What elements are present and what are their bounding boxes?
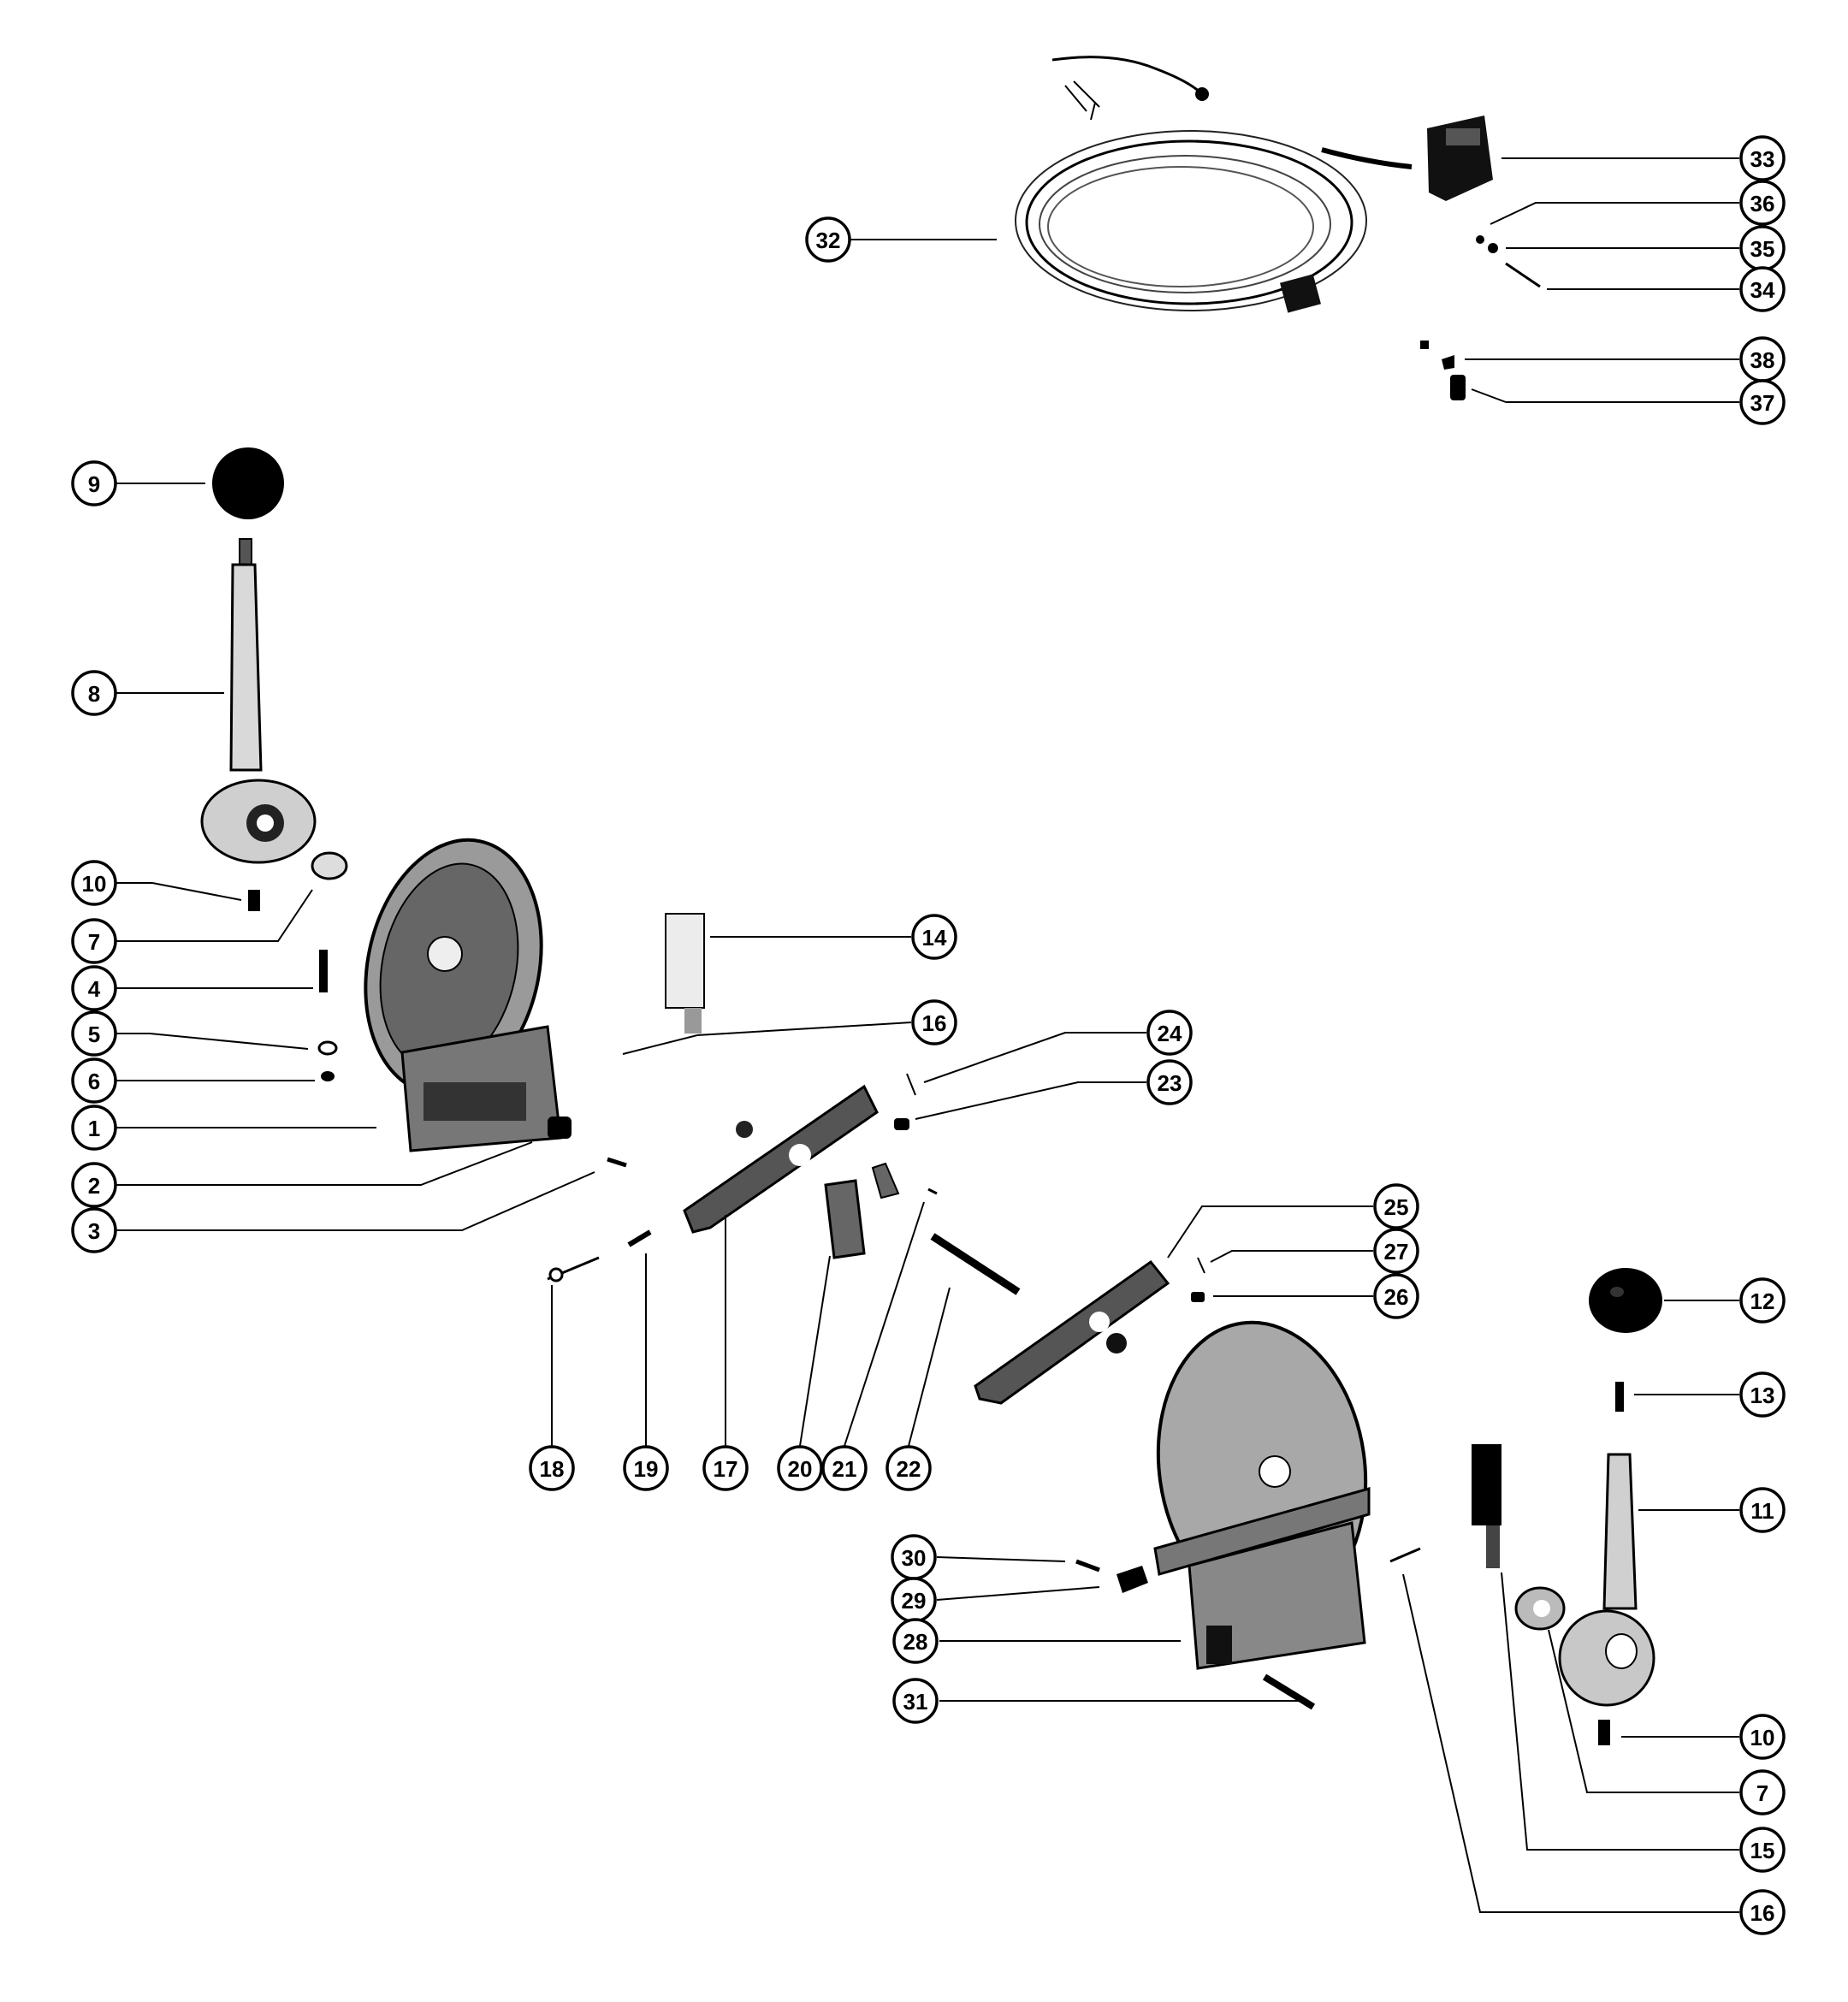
callout-c7a: 7 <box>71 918 117 964</box>
callout-label: 21 <box>832 1456 857 1482</box>
callout-c29: 29 <box>891 1577 937 1623</box>
callout-c7b: 7 <box>1739 1769 1786 1815</box>
callout-c18: 18 <box>529 1445 575 1491</box>
callout-label: 14 <box>922 925 947 951</box>
callout-c28: 28 <box>892 1618 939 1664</box>
leader-lines <box>116 157 1739 1913</box>
small-hardware-top <box>1420 235 1541 400</box>
callout-c34: 34 <box>1739 266 1786 312</box>
callout-c2: 2 <box>71 1162 117 1208</box>
callout-label: 12 <box>1750 1288 1775 1314</box>
small-parts-right-lower <box>1075 1547 1421 1710</box>
callout-label: 28 <box>903 1629 928 1655</box>
callout-label: 10 <box>82 871 107 897</box>
trim-switch <box>1427 116 1493 201</box>
callout-c30: 30 <box>891 1534 937 1580</box>
callout-c21: 21 <box>821 1445 868 1491</box>
callout-c11: 11 <box>1739 1487 1786 1533</box>
callout-c10a: 10 <box>71 860 117 906</box>
callout-c3: 3 <box>71 1207 117 1253</box>
small-parts-middle <box>547 1073 1021 1295</box>
callout-label: 25 <box>1384 1194 1409 1220</box>
callout-label: 1 <box>88 1116 100 1141</box>
callout-c6: 6 <box>71 1057 117 1104</box>
callout-label: 23 <box>1158 1070 1182 1096</box>
callout-label: 26 <box>1384 1284 1409 1310</box>
callout-c17: 17 <box>702 1445 749 1491</box>
part-illustrations <box>200 56 1662 1745</box>
callout-label: 33 <box>1750 146 1775 172</box>
callout-c24: 24 <box>1146 1010 1193 1056</box>
callout-label: 3 <box>88 1218 100 1244</box>
callout-c38: 38 <box>1739 336 1786 382</box>
callout-label: 4 <box>88 976 101 1002</box>
callout-label: 17 <box>714 1456 738 1482</box>
callout-label: 19 <box>634 1456 659 1482</box>
callout-c13: 13 <box>1739 1371 1786 1418</box>
callout-label: 13 <box>1750 1383 1775 1408</box>
callout-label: 32 <box>816 228 841 253</box>
callout-label: 20 <box>788 1456 813 1482</box>
callout-c25: 25 <box>1373 1183 1419 1229</box>
callout-c16a: 16 <box>911 999 957 1045</box>
callout-c31: 31 <box>892 1678 939 1724</box>
control-handle-right <box>1472 1268 1662 1745</box>
callout-c32: 32 <box>805 216 851 263</box>
callout-c19: 19 <box>623 1445 669 1491</box>
control-housing-right <box>1153 1320 1371 1670</box>
callout-label: 24 <box>1158 1021 1182 1046</box>
cam-lever-25 <box>974 1257 1205 1405</box>
callout-label: 10 <box>1750 1725 1775 1750</box>
callout-c27: 27 <box>1373 1228 1419 1274</box>
callout-c33: 33 <box>1739 135 1786 181</box>
callout-c23: 23 <box>1146 1059 1193 1105</box>
callout-c26: 26 <box>1373 1273 1419 1319</box>
callout-label: 35 <box>1750 236 1775 262</box>
callout-c15: 15 <box>1739 1827 1786 1873</box>
callout-c9: 9 <box>71 460 117 506</box>
callout-label: 29 <box>902 1588 927 1614</box>
callout-label: 30 <box>902 1545 927 1571</box>
callout-c4: 4 <box>71 965 117 1011</box>
control-housing-left <box>364 838 562 1152</box>
callout-c10b: 10 <box>1739 1714 1786 1760</box>
callout-label: 36 <box>1750 191 1775 216</box>
callout-label: 34 <box>1750 277 1775 303</box>
callout-label: 2 <box>88 1173 100 1199</box>
callout-label: 15 <box>1750 1838 1775 1863</box>
throttle-cable-coil <box>1015 56 1413 313</box>
control-handle-left <box>200 538 317 864</box>
callout-label: 7 <box>1756 1780 1768 1806</box>
callout-c1: 1 <box>71 1105 117 1151</box>
callout-label: 7 <box>88 929 100 955</box>
callout-c14: 14 <box>911 914 957 960</box>
callout-label: 38 <box>1750 347 1775 373</box>
callout-c37: 37 <box>1739 379 1786 425</box>
callout-c35: 35 <box>1739 225 1786 271</box>
callout-label: 8 <box>88 681 100 707</box>
callout-label: 11 <box>1750 1498 1774 1524</box>
control-knob-left <box>212 447 284 519</box>
callout-label: 9 <box>88 471 100 497</box>
callout-label: 22 <box>897 1456 921 1482</box>
callout-label: 27 <box>1384 1239 1409 1265</box>
callout-c8: 8 <box>71 670 117 716</box>
callout-label: 16 <box>922 1010 947 1036</box>
callout-c12: 12 <box>1739 1277 1786 1324</box>
callout-label: 5 <box>88 1022 100 1047</box>
callout-label: 6 <box>88 1069 100 1094</box>
callout-label: 37 <box>1750 390 1775 416</box>
callout-c36: 36 <box>1739 180 1786 226</box>
callout-label: 18 <box>540 1456 565 1482</box>
small-parts-left <box>248 851 627 1168</box>
cam-lever-17 <box>683 1084 879 1234</box>
callout-label: 31 <box>903 1689 928 1715</box>
callout-c22: 22 <box>886 1445 932 1491</box>
callout-c20: 20 <box>777 1445 823 1491</box>
decal-left <box>665 913 705 1034</box>
callout-label: 16 <box>1750 1900 1775 1926</box>
callout-c16b: 16 <box>1739 1889 1786 1935</box>
callout-c5: 5 <box>71 1010 117 1057</box>
